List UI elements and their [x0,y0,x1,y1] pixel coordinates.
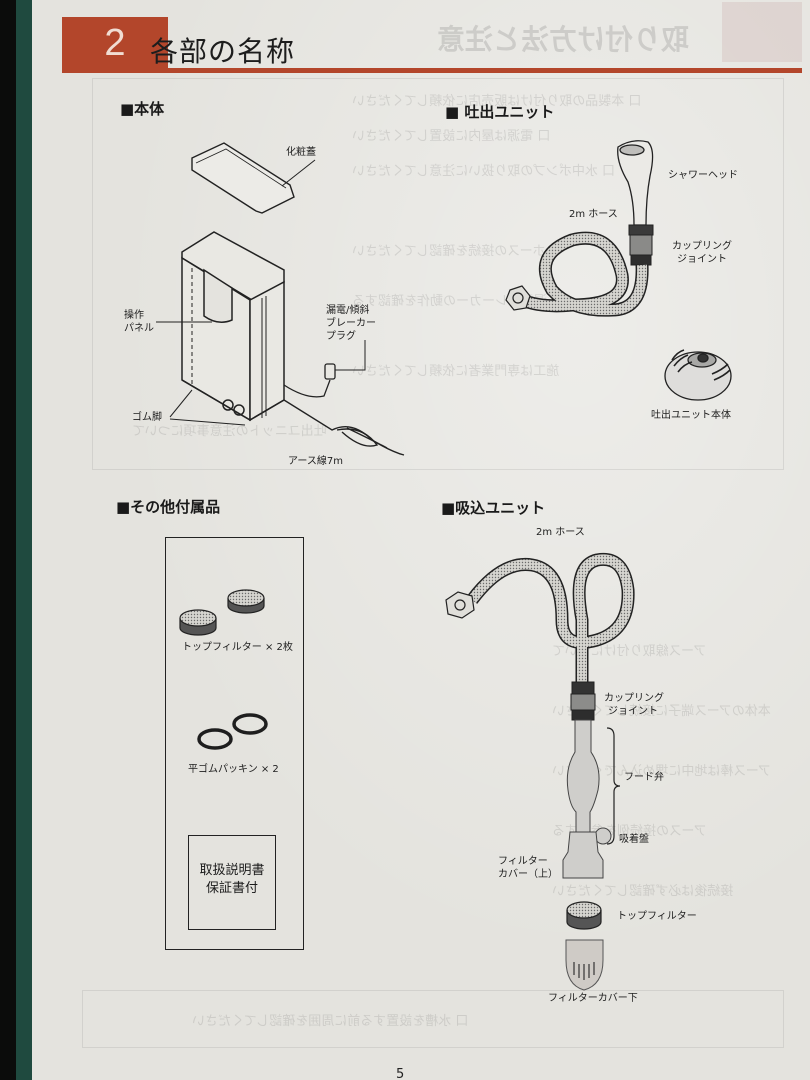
hose-nut-drawing [505,285,531,311]
label-outlet-unit-body: 吐出ユニット本体 [651,410,731,421]
manual-warranty-text: 取扱説明書 保証書付 [189,862,275,898]
warranty-label: 保証書付 [205,881,258,897]
ghost-frame [92,78,784,470]
binder-edge [16,0,32,1080]
section-heading-intake-unit: ■吸込ユニット [441,499,546,517]
section-heading-main-body: ■本体 [120,100,165,118]
filter-cover-lower-drawing [565,939,604,991]
label-shower-head: シャワーヘッド [668,170,738,181]
background-dark-edge [0,0,16,1080]
breaker-plug-drawing [283,340,366,398]
section-heading-accessories: ■その他付属品 [116,498,221,516]
ghost-frame-bottom [82,990,784,1048]
earth-wire-drawing [283,399,405,456]
cover-lid-drawing [191,142,295,214]
label-intake-top-filter: トップフィルター [617,911,697,922]
label-intake-hose: 2m ホース [536,527,585,538]
foot-valve-drawing [562,719,612,879]
section-heading-outlet-unit: ■ 吐出ユニット [445,103,555,121]
label-cover: 化粧蓋 [286,147,316,158]
top-filters-drawing [179,589,265,636]
intake-coupling-drawing [570,681,596,721]
label-outlet-coupling-line2: ジョイント [677,254,727,265]
label-rubber-feet: ゴム脚 [132,412,162,423]
intake-top-filter-drawing [566,901,602,930]
label-flat-rubber-gasket-x2: 平ゴムパッキン × 2 [188,764,279,775]
label-intake-coupling-line2: ジョイント [608,706,658,717]
label-suction-cup: 吸着盤 [619,834,649,845]
label-outlet-coupling-line1: カップリング [672,241,732,252]
manual-and-warranty-box: 取扱説明書 保証書付 [188,835,276,930]
label-breaker-line2: ブレーカー [326,318,376,329]
label-foot-valve: フード弁 [624,772,664,783]
rubber-gaskets-drawing [197,713,268,750]
ghost-chapter-box [722,2,802,62]
title-underline [62,68,802,73]
label-breaker-line1: 漏電/傾斜 [326,305,370,316]
label-breaker-line3: プラグ [326,331,356,342]
coupling-joint-drawing [628,224,654,266]
main-unit-drawing [181,231,285,422]
outlet-unit-body-drawing [664,349,732,401]
label-operation-panel-line2: パネル [124,323,154,334]
intake-unit-illustration [445,552,635,991]
shower-head-drawing [617,140,654,226]
manual-page: 取り付け方法と注意 口 本製品の取り付けは販売店に依頼してください 口 電源は屋… [32,0,810,1080]
chapter-number: 2 [104,22,126,64]
label-filter-cover-upper-line1: フィルター [498,856,548,867]
intake-hose-nut-drawing [445,591,475,619]
manual-label: 取扱説明書 [199,863,265,878]
chapter-number-box: 2 [62,17,168,69]
main-body-illustration [156,142,405,456]
label-earth-wire: アース線7m [288,456,344,467]
label-intake-coupling-line1: カップリング [604,693,664,704]
label-operation-panel-line1: 操作 [124,310,144,321]
page-number: 5 [396,1067,405,1080]
label-top-filter-x2: トップフィルター × 2枚 [182,642,293,653]
label-outlet-hose: 2m ホース [569,209,618,220]
accessories-frame: トップフィルター × 2枚 平ゴムパッキン × 2 [165,537,304,950]
label-filter-cover-upper-line2: カバー（上） [498,869,558,880]
outlet-unit-illustration [505,140,732,401]
label-filter-cover-lower: フィルターカバー下 [548,993,638,1004]
chapter-title: 各部の名称 [150,35,296,68]
